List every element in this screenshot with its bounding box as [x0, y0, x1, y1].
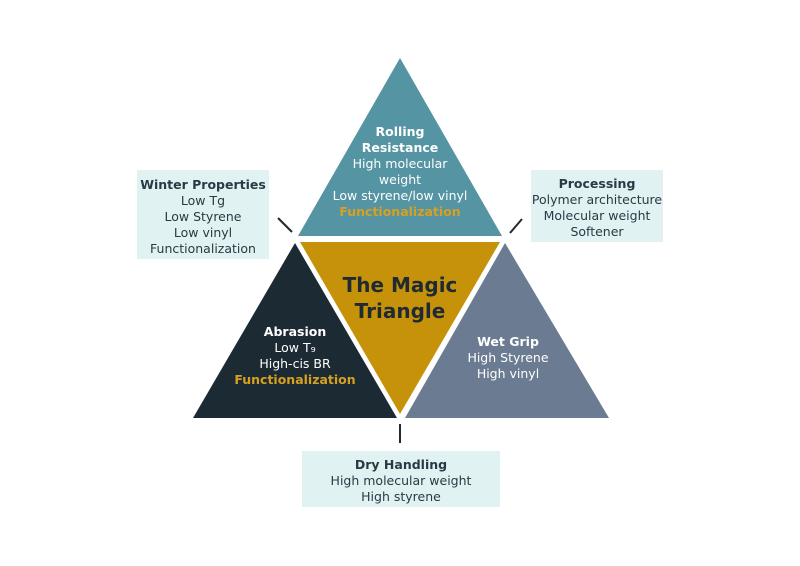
wet-grip-triangle: [405, 243, 609, 418]
rolling-resistance-item: High molecular: [352, 156, 448, 171]
rolling-resistance-title: Rolling: [375, 124, 425, 139]
dry-handling-item: High styrene: [361, 489, 441, 504]
winter-properties-item: Low Tg: [180, 193, 226, 208]
connector-winter: [277, 217, 293, 233]
winter-properties-box: Winter Properties Low Tg Low Styrene Low…: [137, 170, 269, 259]
processing-item: Polymer architecture: [531, 192, 663, 207]
abrasion-text: Abrasion Low T₉ High-cis BR Functionaliz…: [220, 324, 370, 388]
dry-handling-item: High molecular weight: [330, 473, 472, 488]
magic-triangle-title: The Magic Triangle: [330, 272, 470, 324]
processing-box: Processing Polymer architecture Molecula…: [531, 170, 663, 242]
abrasion-item: Low T₉: [274, 340, 316, 355]
magic-triangle-title-line: The Magic: [342, 273, 458, 297]
wet-grip-title: Wet Grip: [477, 334, 539, 349]
abrasion-item: High-cis BR: [259, 356, 331, 371]
wet-grip-text: Wet Grip High Styrene High vinyl: [443, 334, 573, 382]
processing-item: Softener: [570, 224, 624, 239]
wet-grip-item: High vinyl: [476, 366, 540, 381]
rolling-resistance-item: Low styrene/low vinyl: [332, 188, 468, 203]
rolling-resistance-highlight: Functionalization: [339, 204, 461, 219]
rolling-resistance-title: Resistance: [361, 140, 439, 155]
wet-grip-item: High Styrene: [467, 350, 549, 365]
dry-handling-box: Dry Handling High molecular weight High …: [302, 451, 500, 507]
winter-properties-item: Low Styrene: [164, 209, 242, 224]
winter-properties-item: Low vinyl: [173, 225, 233, 240]
magic-triangle-title-line: Triangle: [354, 299, 446, 323]
dry-handling-title: Dry Handling: [354, 457, 448, 472]
abrasion-title: Abrasion: [263, 324, 327, 339]
abrasion-triangle: [193, 243, 397, 418]
rolling-resistance-text: Rolling Resistance High molecular weight…: [320, 124, 480, 220]
processing-title: Processing: [558, 176, 636, 191]
magic-center-triangle: [300, 242, 500, 414]
abrasion-highlight: Functionalization: [234, 372, 356, 387]
connector-processing: [509, 218, 523, 234]
rolling-resistance-item: weight: [378, 172, 422, 187]
winter-properties-item: Functionalization: [150, 241, 256, 256]
processing-item: Molecular weight: [543, 208, 651, 223]
rolling-resistance-triangle: [298, 58, 502, 236]
winter-properties-title: Winter Properties: [140, 177, 266, 192]
